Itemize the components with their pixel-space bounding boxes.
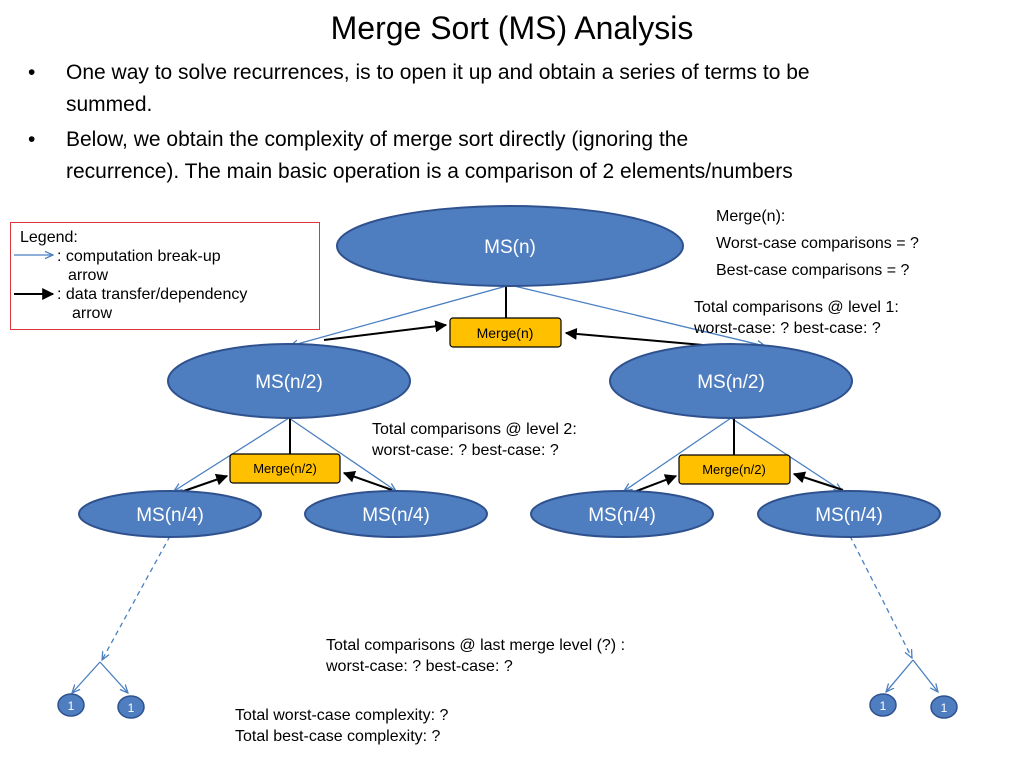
last-level-totals: Total comparisons @ last merge level (?)…: [326, 635, 625, 677]
merge-label: Merge(n): [477, 325, 534, 341]
leaf-label: 1: [941, 701, 948, 715]
bullet-item: • One way to solve recurrences, is to op…: [28, 57, 998, 121]
tree-node-root: MS(n): [336, 205, 684, 287]
node-label: MS(n/2): [255, 372, 323, 393]
bullet-text-line: summed.: [66, 93, 153, 116]
leaf-label: 1: [128, 701, 135, 715]
legend-box: [10, 222, 320, 330]
node-label: MS(n/4): [815, 505, 883, 526]
legend-black-label: : data transfer/dependency: [57, 286, 248, 303]
tree-node-level2: MS(n/4): [78, 490, 262, 538]
leaf-breakup-arrow: [912, 659, 938, 692]
node-label: MS(n/2): [697, 372, 765, 393]
merge-info-heading: Merge(n):: [716, 208, 786, 225]
breakup-arrow: [624, 417, 732, 491]
tree-node-level1: MS(n/2): [609, 343, 853, 419]
bullet-marker: •: [28, 128, 36, 151]
legend-blue-label-cont: arrow: [68, 267, 109, 284]
merge-box-root: Merge(n): [449, 317, 562, 348]
level1-totals-cases: worst-case: ? best-case: ?: [694, 320, 881, 337]
bullet-text-line: recurrence). The main basic operation is…: [66, 160, 793, 183]
level1-totals: Total comparisons @ level 1: worst-case:…: [694, 297, 899, 339]
breakup-arrow: [509, 284, 765, 346]
slide-title: Merge Sort (MS) Analysis: [330, 10, 694, 46]
dashed-breakup-arrow: [849, 535, 912, 658]
bullet-text-line: One way to solve recurrences, is to open…: [66, 61, 810, 84]
node-label: MS(n/4): [588, 505, 656, 526]
leaf-breakup-arrow: [886, 659, 914, 692]
tree-node-level2: MS(n/4): [530, 490, 714, 538]
legend-black-label-cont: arrow: [72, 305, 113, 322]
data-transfer-arrow: [180, 473, 229, 493]
total-complexity: Total worst-case complexity: ? Total bes…: [235, 705, 448, 747]
last-level-totals-cases: worst-case: ? best-case: ?: [326, 658, 513, 675]
total-worst-complexity: Total worst-case complexity: ?: [235, 707, 449, 724]
leaf-breakup-arrow: [72, 661, 101, 693]
data-transfer-arrow: [792, 471, 844, 491]
level2-totals: Total comparisons @ level 2: worst-case:…: [372, 419, 577, 461]
breakup-arrow: [290, 284, 511, 346]
merge-info: Merge(n): Worst-case comparisons = ? Bes…: [716, 203, 919, 284]
legend-heading: Legend:: [20, 229, 78, 246]
bullet-item: • Below, we obtain the complexity of mer…: [28, 124, 998, 188]
merge-info-best: Best-case comparisons = ?: [716, 262, 910, 279]
leaf-label: 1: [880, 699, 887, 713]
tree-node-level1: MS(n/2): [167, 343, 411, 419]
node-label: MS(n/4): [362, 505, 430, 526]
level1-totals-heading: Total comparisons @ level 1:: [694, 299, 899, 316]
node-label: MS(n/4): [136, 505, 204, 526]
bullet-marker: •: [28, 61, 36, 84]
merge-info-worst: Worst-case comparisons = ?: [716, 235, 919, 252]
tree-node-level2: MS(n/4): [304, 490, 488, 538]
leaf-breakup-arrow: [99, 661, 128, 693]
merge-label: Merge(n/2): [702, 462, 766, 477]
leaf-label: 1: [68, 699, 75, 713]
last-level-totals-heading: Total comparisons @ last merge level (?)…: [326, 637, 626, 654]
breakup-arrow: [288, 417, 396, 491]
node-label: MS(n): [484, 237, 536, 258]
data-transfer-arrow: [564, 327, 704, 346]
leaf-node: 1: [57, 693, 85, 717]
level2-totals-heading: Total comparisons @ level 2:: [372, 421, 577, 438]
bullet-text-line: Below, we obtain the complexity of merge…: [66, 128, 689, 151]
merge-box-level1: Merge(n/2): [678, 454, 791, 485]
tree-node-level2: MS(n/4): [757, 490, 941, 538]
leaf-node: 1: [930, 695, 958, 719]
dashed-breakup-arrow: [102, 535, 171, 660]
leaf-node: 1: [117, 695, 145, 719]
merge-label: Merge(n/2): [253, 461, 317, 476]
data-transfer-arrow: [633, 474, 678, 493]
total-best-complexity: Total best-case complexity: ?: [235, 728, 441, 745]
legend-blue-label: : computation break-up: [57, 248, 221, 265]
leaf-node: 1: [869, 693, 897, 717]
data-transfer-arrow: [342, 470, 393, 491]
level2-totals-cases: worst-case: ? best-case: ?: [372, 442, 559, 459]
merge-box-level1: Merge(n/2): [229, 453, 341, 484]
data-transfer-arrow: [323, 320, 448, 341]
